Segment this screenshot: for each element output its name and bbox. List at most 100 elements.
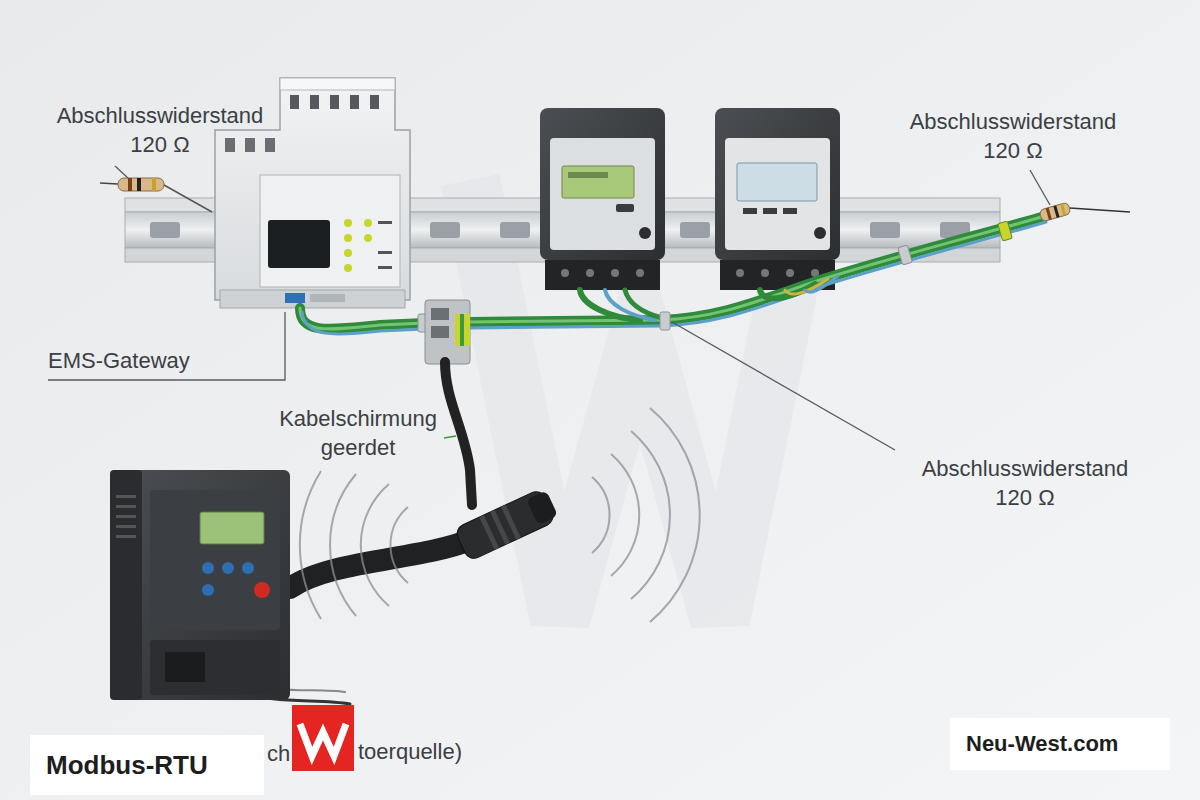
frequency-converter xyxy=(116,505,136,508)
resistor-symbol xyxy=(100,178,212,212)
energy-meter xyxy=(783,208,797,214)
energy-meter xyxy=(540,108,665,290)
bus-cable xyxy=(302,222,1046,334)
brand-logo xyxy=(292,705,354,771)
resistor-label: Abschlusswiderstand 120 Ω xyxy=(905,455,1145,512)
resistor-symbol xyxy=(1039,202,1071,222)
cable-ferrule xyxy=(998,221,1013,241)
cable-ferrule xyxy=(660,312,670,330)
title-box: Modbus-RTU xyxy=(30,735,264,795)
gateway-device xyxy=(220,290,405,308)
energy-meter xyxy=(550,138,655,250)
energy-meter xyxy=(737,163,817,201)
leader-line xyxy=(48,312,285,380)
gateway-device xyxy=(280,78,395,90)
frequency-converter xyxy=(150,490,280,630)
bus-cable xyxy=(805,276,838,292)
energy-meter xyxy=(736,269,744,277)
gateway-device xyxy=(268,220,330,268)
energy-meter xyxy=(814,227,826,239)
frequency-converter xyxy=(165,652,205,682)
frequency-converter xyxy=(200,512,264,544)
leader-line xyxy=(1030,170,1050,205)
terminal-block xyxy=(455,314,470,346)
frequency-converter xyxy=(254,582,270,598)
frequency-converter xyxy=(202,562,214,574)
interference-waves xyxy=(300,471,321,619)
frequency-converter xyxy=(110,470,290,700)
energy-meter xyxy=(761,269,769,277)
gateway-device xyxy=(364,234,372,242)
bus-cable xyxy=(300,216,1045,329)
gateway-device xyxy=(378,266,392,269)
gateway-device xyxy=(370,95,379,109)
shielded-cable xyxy=(445,362,472,505)
resistor-symbol xyxy=(1070,208,1130,212)
gateway-device xyxy=(290,95,299,109)
energy-meter xyxy=(611,269,619,277)
energy-meter xyxy=(568,172,608,178)
din-rail xyxy=(430,222,460,238)
resistor-symbol xyxy=(1053,205,1059,217)
gateway-device xyxy=(378,251,392,254)
frequency-converter xyxy=(202,584,214,596)
frequency-converter xyxy=(242,562,254,574)
leader-line xyxy=(48,166,1050,450)
bus-cable xyxy=(300,216,1046,334)
energy-meter xyxy=(586,269,594,277)
frequency-converter xyxy=(116,515,136,518)
brand-logo xyxy=(292,705,354,771)
gateway-device xyxy=(310,95,319,109)
source-label: toerquelle) xyxy=(358,738,462,767)
brand-logo xyxy=(300,724,346,756)
frequency-converter xyxy=(116,535,136,538)
terminal-block xyxy=(431,308,449,320)
resistor-label: Abschlusswiderstand 120 Ω xyxy=(40,102,280,159)
energy-meter xyxy=(743,208,757,214)
gateway-device xyxy=(344,219,352,227)
frequency-converter xyxy=(150,640,280,695)
resistor-label: Abschlusswiderstand 120 Ω xyxy=(893,108,1133,165)
shielded-cable xyxy=(290,540,470,588)
energy-meter xyxy=(561,269,569,277)
interference-waves xyxy=(390,507,408,583)
brand-box: Neu-West.com xyxy=(950,718,1170,770)
din-rail xyxy=(500,222,530,238)
resistor-symbol xyxy=(164,185,212,212)
gateway-device xyxy=(364,219,372,227)
resistor-symbol xyxy=(1039,202,1071,222)
gateway-device xyxy=(245,138,255,152)
energy-meter xyxy=(540,108,665,260)
box-text: Modbus-RTU xyxy=(46,750,208,781)
interference-waves xyxy=(592,477,610,553)
interference-waves xyxy=(611,454,639,576)
energy-meter xyxy=(715,108,840,260)
energy-meter xyxy=(636,269,644,277)
terminal-block xyxy=(425,300,470,364)
din-rail xyxy=(870,222,900,238)
energy-meter xyxy=(786,269,794,277)
frequency-converter xyxy=(116,525,136,528)
leader-line xyxy=(444,436,456,438)
resistor-symbol xyxy=(100,183,118,184)
gateway-device xyxy=(330,95,339,109)
terminal-block xyxy=(431,326,449,338)
energy-meter xyxy=(639,227,651,239)
energy-meter xyxy=(715,108,840,290)
resistor-symbol xyxy=(118,178,164,191)
gateway-device xyxy=(310,294,345,302)
gateway-device xyxy=(378,221,392,224)
frequency-converter xyxy=(110,470,142,700)
cable-ferrule xyxy=(418,221,1012,332)
gateway-device xyxy=(260,175,400,287)
bus-cable xyxy=(625,290,662,318)
frequency-converter xyxy=(222,562,234,574)
interference-waves xyxy=(330,474,356,616)
resistor-symbol xyxy=(128,178,132,191)
terminal-block xyxy=(425,300,470,364)
din-rail xyxy=(680,222,710,238)
gateway-device xyxy=(285,293,305,303)
resistor-symbol xyxy=(152,178,156,191)
